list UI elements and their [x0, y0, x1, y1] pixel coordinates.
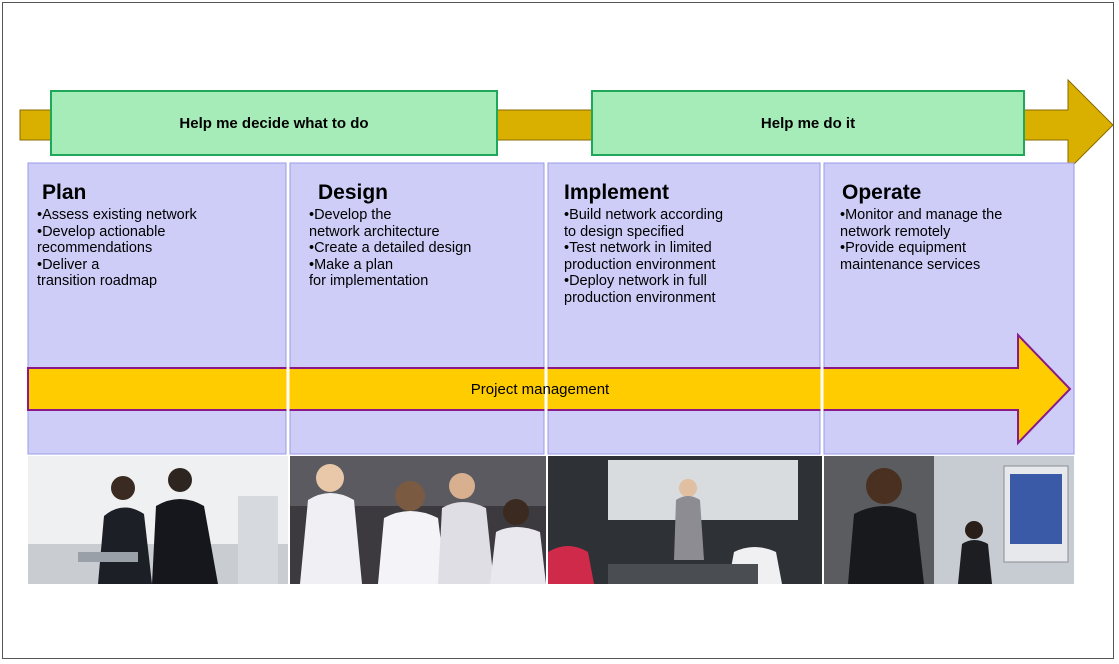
phase-items-operate: •Monitor and manage the network remotely… [840, 207, 1002, 273]
list-item: •Test network in limited production envi… [564, 240, 716, 273]
project-management-label: Project management [470, 381, 610, 398]
project-management-arrow [27, 332, 1072, 446]
phase-title-implement: Implement [564, 181, 670, 204]
list-item: •Assess existing network [37, 207, 197, 223]
banner-decide-label: Help me decide what to do [179, 114, 369, 132]
list-item: •Develop actionable recommendations [37, 223, 166, 257]
list-item: •Monitor and manage the network remotely [840, 207, 1003, 240]
phase-title-operate: Operate [842, 181, 922, 204]
list-item: •Build network according to design speci… [564, 207, 724, 240]
business-meeting-photo [28, 456, 288, 584]
phase-title-design: Design [318, 181, 389, 204]
phase-items-design: •Develop the network architecture •Creat… [309, 207, 471, 290]
banner-do-it: Help me do it [591, 90, 1025, 156]
list-item: •Create a detailed design [309, 240, 472, 256]
team-discussion-photo [290, 456, 546, 584]
phase-items-implement: •Build network according to design speci… [564, 207, 723, 306]
operations-monitor-photo [824, 456, 1074, 584]
list-item: •Deploy network in full production envir… [564, 273, 716, 306]
list-item: •Develop the network architecture [309, 207, 440, 240]
banner-decide: Help me decide what to do [50, 90, 498, 156]
phase-items-plan: •Assess existing network •Develop action… [37, 207, 197, 290]
phase-title-plan: Plan [42, 181, 87, 204]
list-item: •Provide equipment maintenance services [840, 240, 981, 273]
list-item: •Deliver a transition roadmap [37, 256, 158, 290]
presentation-photo [548, 456, 822, 584]
list-item: •Make a plan for implementation [309, 256, 429, 290]
banner-do-it-label: Help me do it [760, 114, 856, 132]
